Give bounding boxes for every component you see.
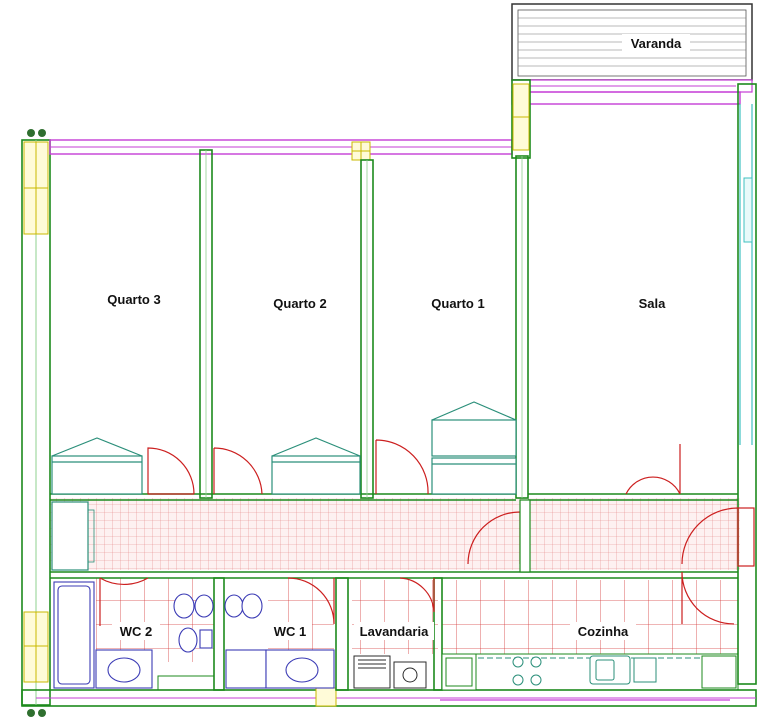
wc2-floor [96, 578, 214, 662]
label-quarto-1: Quarto 1 [431, 296, 484, 311]
laundry-fixtures [353, 655, 427, 689]
wc1-floor [268, 578, 334, 662]
right-window [743, 177, 753, 243]
wall-guides [205, 150, 523, 498]
bottom-strip [157, 675, 215, 691]
label-wc-2: WC 2 [120, 624, 153, 639]
corridor-floor [50, 498, 740, 570]
label-cozinha: Cozinha [578, 624, 629, 639]
wall-markers [27, 129, 46, 717]
label-wc-1: WC 1 [274, 624, 307, 639]
label-lavandaria: Lavandaria [360, 624, 429, 639]
corridor-divider [519, 499, 531, 573]
label-varanda: Varanda [631, 36, 682, 51]
outer-walls [21, 79, 757, 707]
left-windows [23, 141, 49, 683]
wardrobes [51, 401, 517, 495]
laundry-floor [352, 580, 438, 654]
varanda-label-bg [622, 34, 690, 52]
label-quarto-2: Quarto 2 [273, 296, 326, 311]
wc2-fixtures [53, 581, 214, 689]
wc1-fixtures [224, 593, 335, 689]
balcony-door-frames [315, 83, 530, 707]
kitchen-floor [442, 580, 738, 654]
label-sala: Sala [639, 296, 667, 311]
corridor-cabinet [51, 501, 89, 571]
label-quarto-3: Quarto 3 [107, 292, 160, 307]
kitchen-fixtures [441, 653, 739, 691]
